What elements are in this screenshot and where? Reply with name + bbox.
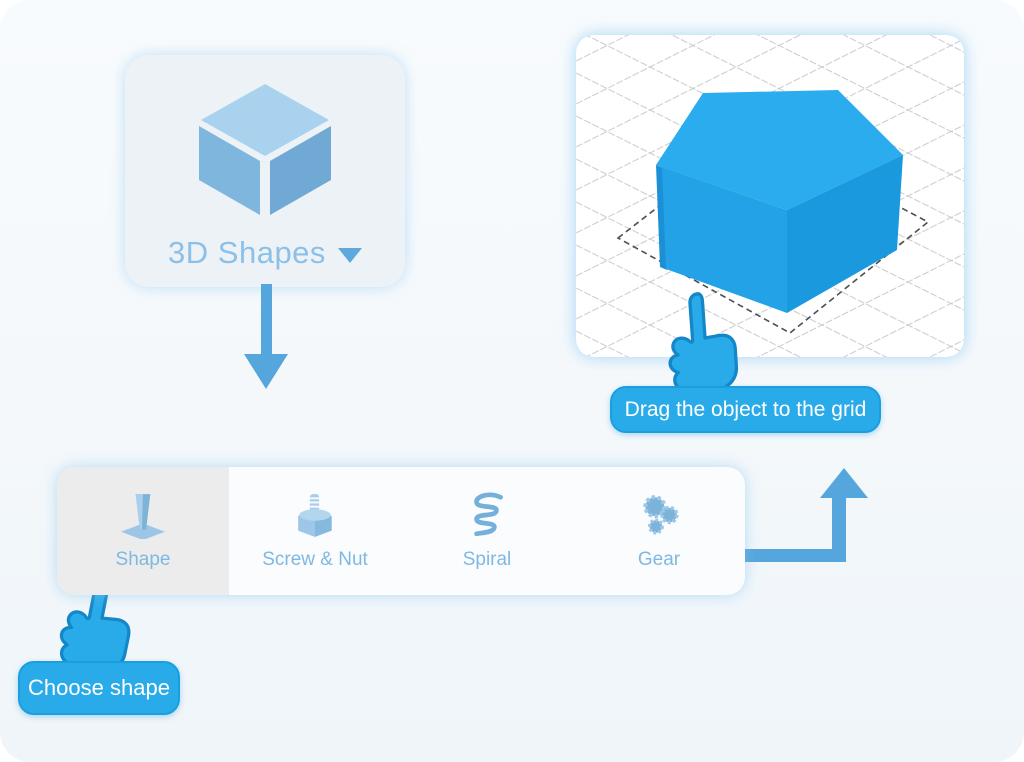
choose-tooltip: Choose shape bbox=[18, 661, 180, 715]
toolbar-item-gear[interactable]: Gear bbox=[573, 467, 745, 595]
gear-icon bbox=[643, 495, 679, 535]
toolbar-item-screw-nut-label: Screw & Nut bbox=[262, 549, 368, 570]
drag-tooltip-text: Drag the object to the grid bbox=[624, 397, 867, 421]
cube-icon bbox=[199, 84, 331, 215]
drag-hand-cursor bbox=[668, 292, 739, 395]
workplane-panel[interactable] bbox=[576, 35, 964, 357]
toolbar-item-gear-label: Gear bbox=[637, 549, 681, 570]
shapes-dropdown-card[interactable]: 3D Shapes bbox=[125, 55, 405, 287]
toolbar-item-shape[interactable]: Shape bbox=[57, 467, 229, 595]
drag-tooltip: Drag the object to the grid bbox=[610, 386, 881, 433]
workplane-svg bbox=[576, 35, 964, 357]
toolbar-item-screw-nut[interactable]: Screw & Nut bbox=[229, 467, 401, 595]
dropdown-caret-icon bbox=[337, 247, 362, 263]
toolbar-item-shape-label: Shape bbox=[115, 549, 171, 570]
shape-icon bbox=[121, 494, 165, 539]
dragged-box[interactable] bbox=[656, 90, 903, 313]
down-arrow bbox=[244, 284, 288, 389]
drop-target-outline bbox=[616, 130, 930, 334]
screw-nut-icon bbox=[298, 494, 332, 537]
toolbar-item-spiral-label: Spiral bbox=[462, 549, 512, 570]
toolbar-item-spiral[interactable]: Spiral bbox=[401, 467, 573, 595]
spiral-icon bbox=[474, 492, 503, 537]
shapes-dropdown-label: 3D Shapes bbox=[168, 235, 326, 270]
choose-hand-cursor bbox=[59, 571, 131, 674]
shape-category-toolbar: Shape Screw & Nut Spiral bbox=[57, 467, 745, 595]
choose-tooltip-text: Choose shape bbox=[28, 675, 170, 700]
up-arrow-connector bbox=[745, 468, 868, 562]
